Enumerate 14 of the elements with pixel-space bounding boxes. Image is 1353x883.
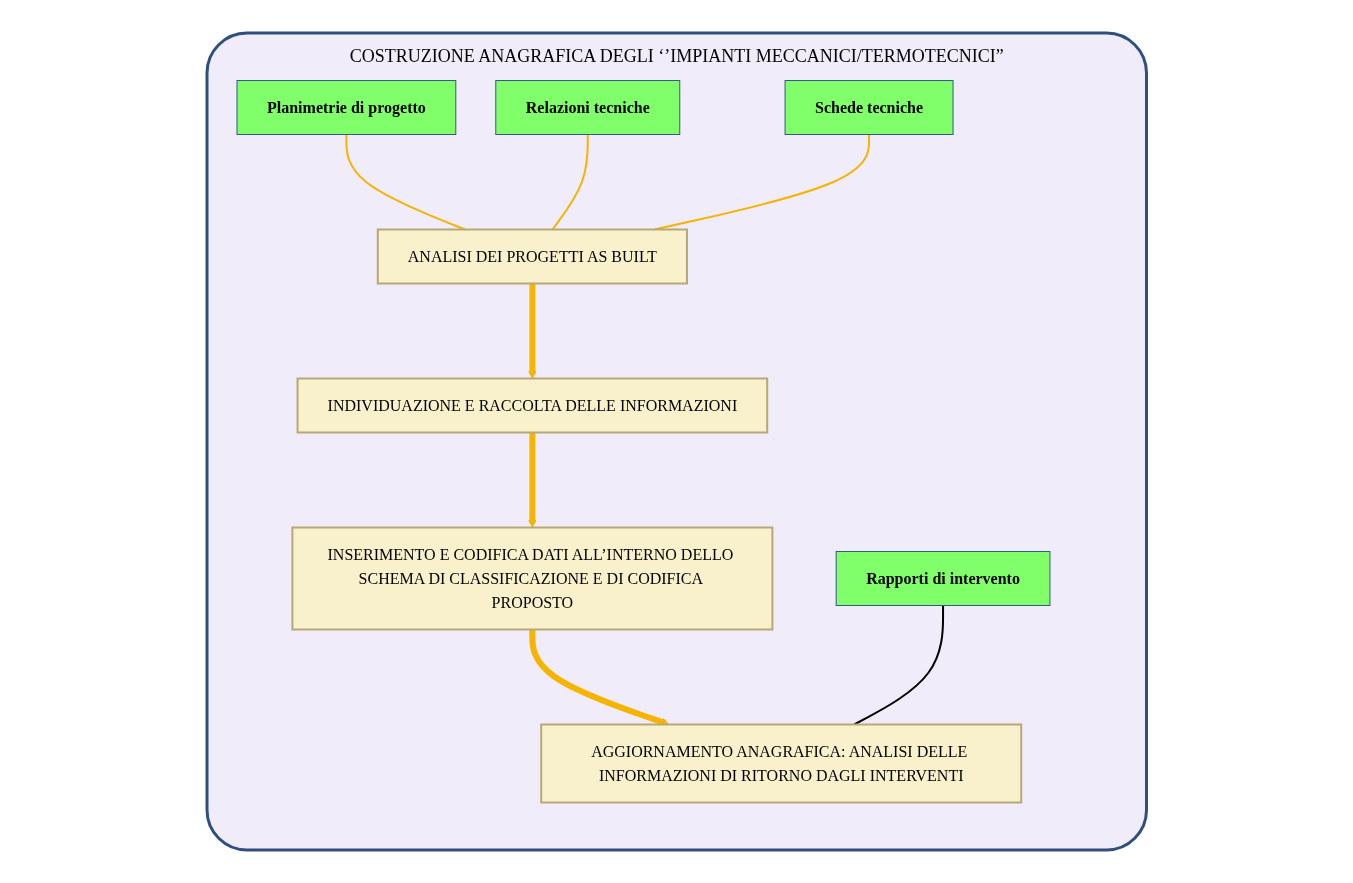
node-box: INSERIMENTO E CODIFICA DATI ALL’INTERNO DELLO SCHEMA DI CLASSIFICAZIONE E DI CODIFICA PROPOSTO (291, 526, 774, 631)
node-box: Planimetrie di progetto (236, 80, 457, 135)
connector (345, 133, 466, 231)
node-box: AGGIORNAMENTO ANAGRAFICA: ANALISI DELLE INFORMAZIONI DI RITORNO DAGLI INTERVENTI (539, 723, 1022, 804)
node-box: ANALISI DEI PROGETTI AS BUILT (376, 228, 688, 285)
node-box: INDIVIDUAZIONE E RACCOLTA DELLE INFORMAZIONI (296, 377, 768, 434)
node-box: Relazioni tecniche (495, 80, 680, 135)
connector (551, 133, 589, 231)
connector (852, 604, 944, 726)
node-box: Schede tecniche (784, 80, 954, 135)
node-box: Rapporti di intervento (835, 551, 1051, 606)
connector (653, 133, 870, 231)
arrow (527, 283, 537, 379)
arrow (527, 432, 537, 528)
